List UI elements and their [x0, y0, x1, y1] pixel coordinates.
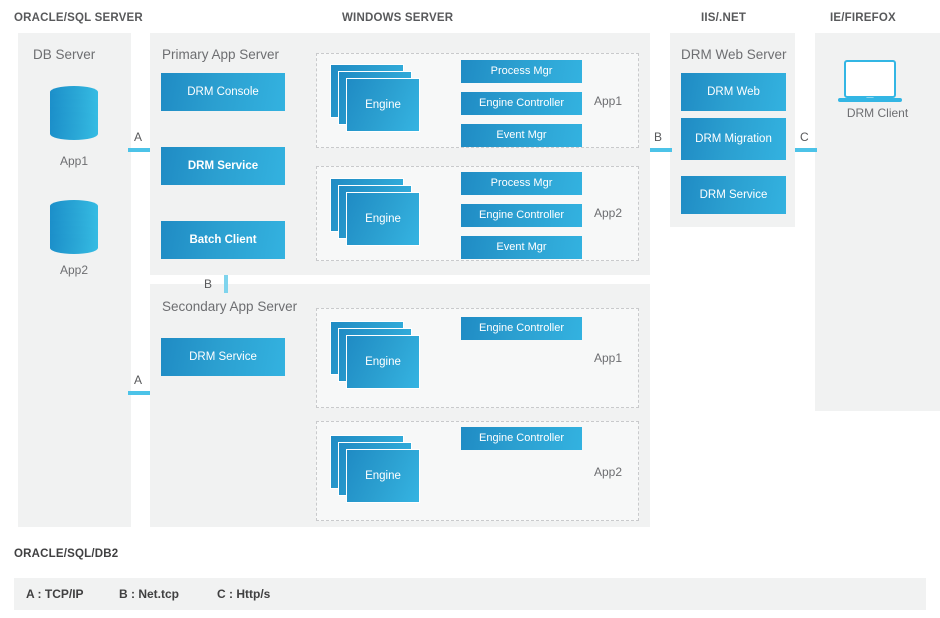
connector-label-a-secondary: A — [134, 373, 143, 387]
primary-app2-event-mgr-box[interactable]: Event Mgr — [461, 236, 582, 259]
connector-label-b-app-servers: B — [204, 277, 213, 291]
drm-web-box[interactable]: DRM Web — [681, 73, 786, 111]
connector-label-a-primary: A — [134, 130, 143, 144]
connector-bar-b-web — [650, 148, 672, 152]
primary-app2-process-mgr-box[interactable]: Process Mgr — [461, 172, 582, 195]
primary-batch-client-box[interactable]: Batch Client — [161, 221, 285, 259]
engine-stack-icon: Engine — [330, 64, 422, 138]
connector-label-c-client: C — [800, 130, 809, 144]
connector-bar-a-secondary — [128, 391, 150, 395]
column-header-windows-server: WINDOWS SERVER — [342, 12, 454, 24]
connector-label-b-web: B — [654, 130, 663, 144]
secondary-drm-service-box[interactable]: DRM Service — [161, 338, 285, 376]
column-header-iis-dotnet: IIS/.NET — [701, 12, 747, 24]
drm-migration-box[interactable]: DRM Migration — [681, 118, 786, 160]
engine-stack-icon: Engine — [330, 435, 422, 509]
primary-drm-console-box[interactable]: DRM Console — [161, 73, 285, 111]
database-cylinder-icon — [50, 200, 98, 262]
legend-bar — [14, 578, 926, 610]
db-server-app2-caption: App2 — [59, 263, 89, 277]
drm-web-server-drm-service-box[interactable]: DRM Service — [681, 176, 786, 214]
legend-title: ORACLE/SQL/DB2 — [14, 548, 119, 560]
primary-app1-event-mgr-box[interactable]: Event Mgr — [461, 124, 582, 147]
secondary-app1-tag: App1 — [594, 351, 623, 365]
engine-stack-icon: Engine — [330, 321, 422, 395]
laptop-icon — [838, 60, 902, 104]
secondary-app-server-title: Secondary App Server — [162, 299, 298, 314]
primary-drm-service-box[interactable]: DRM Service — [161, 147, 285, 185]
secondary-app1-engine-controller-box[interactable]: Engine Controller — [461, 317, 582, 340]
primary-app2-engine-controller-box[interactable]: Engine Controller — [461, 204, 582, 227]
primary-app2-tag: App2 — [594, 206, 623, 220]
legend-item-a: A : TCP/IP — [26, 587, 84, 601]
db-server-title: DB Server — [33, 47, 96, 62]
connector-bar-c-client — [795, 148, 817, 152]
connector-bar-a-primary — [128, 148, 150, 152]
database-cylinder-icon — [50, 86, 98, 148]
primary-app-server-title: Primary App Server — [162, 47, 280, 62]
drm-web-server-title: DRM Web Server — [681, 47, 787, 62]
legend-item-c: C : Http/s — [217, 587, 271, 601]
column-header-ie-firefox: IE/FIREFOX — [830, 12, 896, 24]
primary-app1-tag: App1 — [594, 94, 623, 108]
column-header-oracle-sql-server: ORACLE/SQL SERVER — [14, 12, 143, 24]
drm-client-caption: DRM Client — [846, 106, 909, 120]
secondary-app2-tag: App2 — [594, 465, 623, 479]
legend-item-b: B : Net.tcp — [119, 587, 179, 601]
db-server-app1-caption: App1 — [59, 154, 89, 168]
primary-app1-engine-controller-box[interactable]: Engine Controller — [461, 92, 582, 115]
secondary-app2-engine-controller-box[interactable]: Engine Controller — [461, 427, 582, 450]
primary-app1-process-mgr-box[interactable]: Process Mgr — [461, 60, 582, 83]
connector-bar-b-app-servers — [224, 275, 228, 293]
engine-stack-icon: Engine — [330, 178, 422, 252]
